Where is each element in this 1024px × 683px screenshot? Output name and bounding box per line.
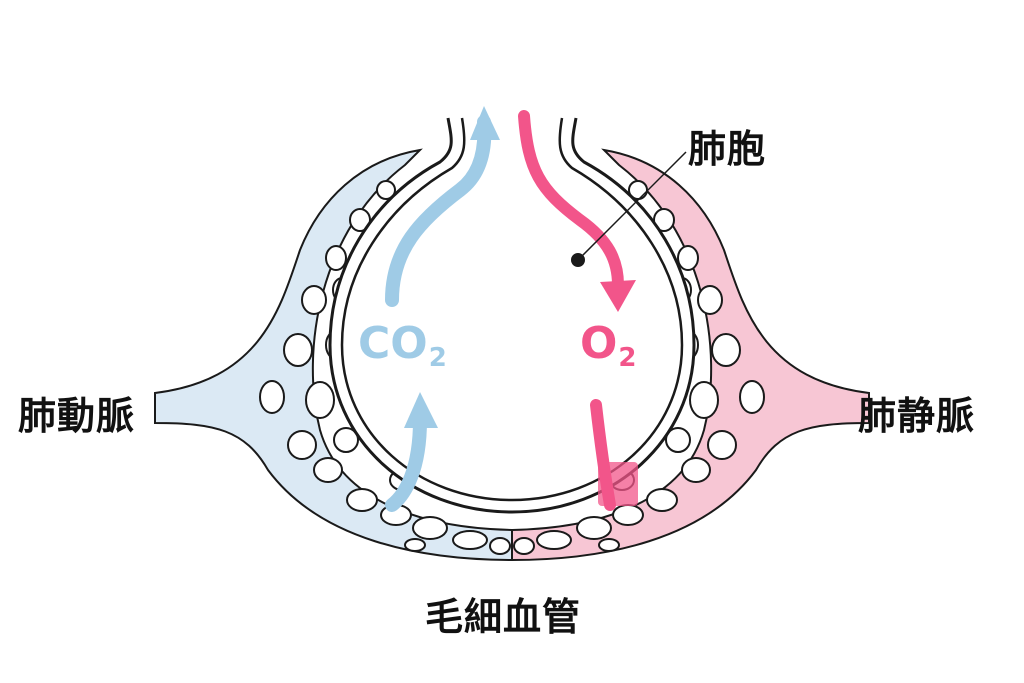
co2-arrow-lower-head: [404, 392, 438, 428]
co2-label: CO2: [358, 318, 447, 373]
o2-arrow-upper-head: [600, 280, 636, 312]
co2-label-sub: 2: [428, 343, 447, 373]
alveolus-label: 肺胞: [688, 127, 767, 171]
co2-arrow-lower: [385, 413, 427, 512]
o2-label-main: O: [580, 318, 618, 369]
o2-label-sub: 2: [618, 343, 637, 373]
co2-label-main: CO: [358, 318, 428, 369]
alveolus-leader-dot: [571, 253, 585, 267]
capillary-label: 毛細血管: [425, 595, 582, 639]
o2-label: O2: [580, 318, 637, 373]
co2-arrow-upper-head: [470, 106, 500, 140]
pulmonary-vein-label: 肺静脈: [858, 394, 976, 438]
o2-arrow-upper: [518, 110, 624, 291]
alveolus-leader-line: [577, 151, 687, 261]
co2-arrow-upper: [385, 115, 492, 307]
o2-blood-mark: [598, 462, 638, 506]
pulmonary-artery-label: 肺動脈: [18, 394, 136, 438]
